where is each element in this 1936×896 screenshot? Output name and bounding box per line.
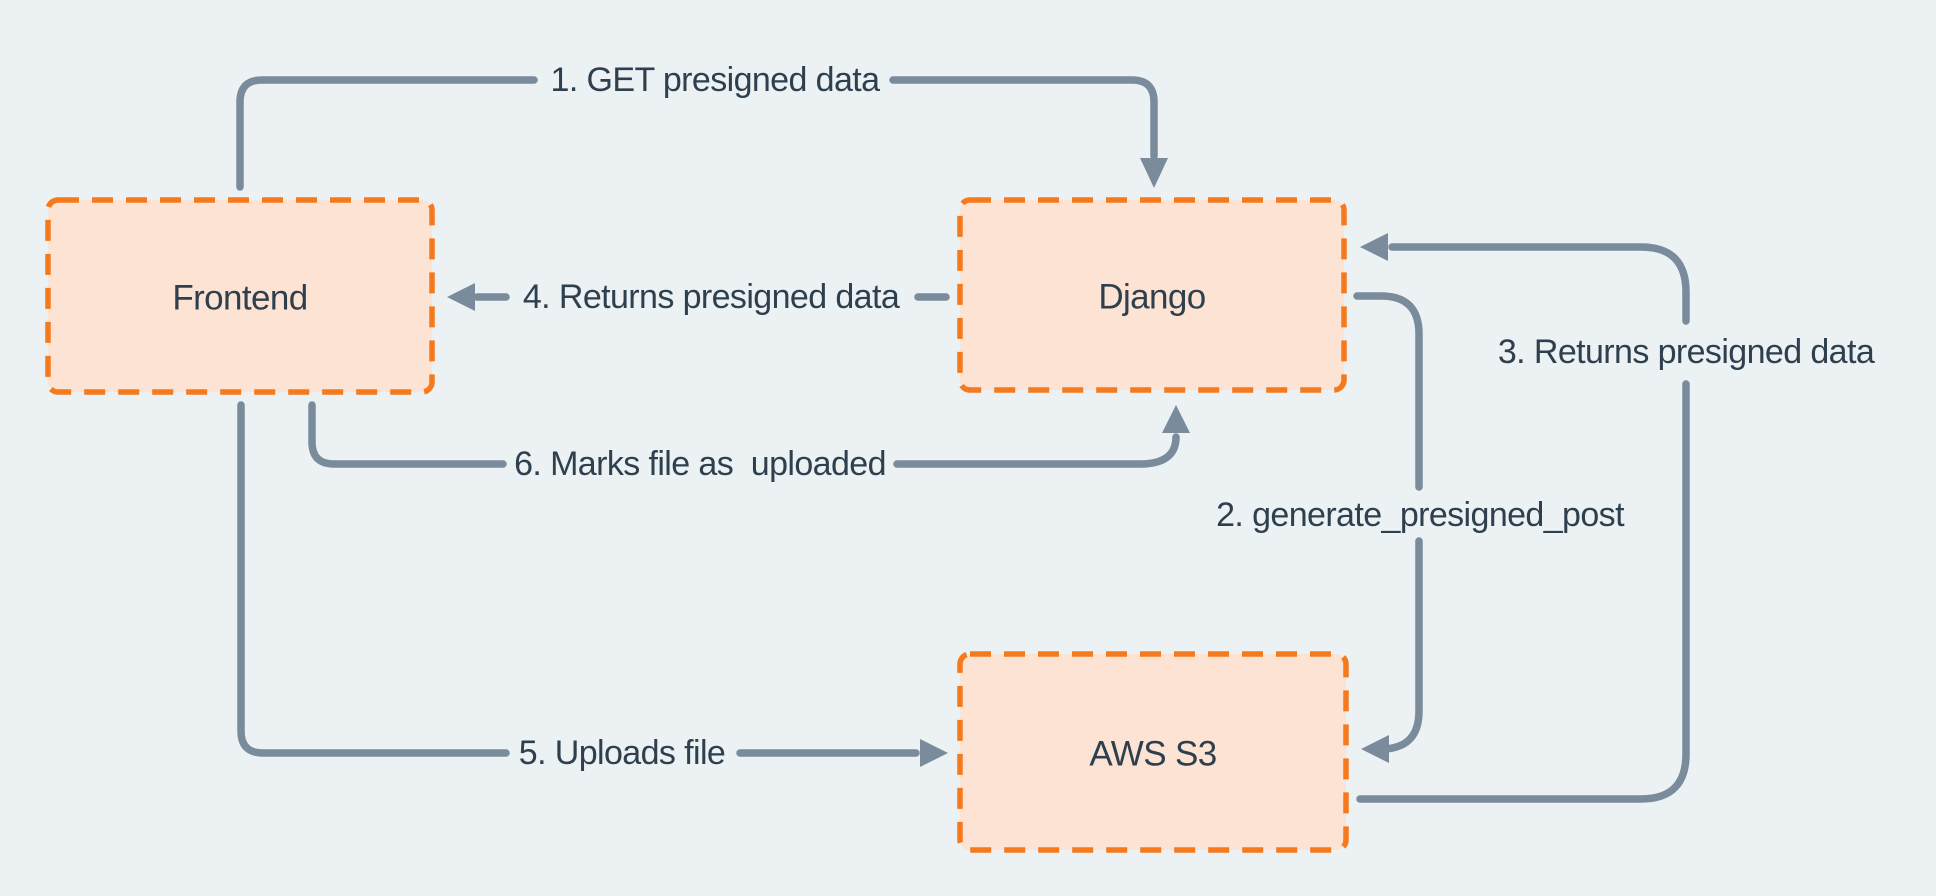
edge-2-shaft-top [1353, 292, 1423, 491]
nodes: Frontend Django AWS S3 [45, 197, 1349, 853]
edge-3-label: 3. Returns presigned data [1498, 333, 1875, 371]
edge-6-label: 6. Marks file as uploaded [514, 445, 886, 483]
node-aws-s3 [957, 651, 1349, 853]
edge-3-shaft-bottom [1356, 380, 1690, 803]
edge-2-arrowhead-icon [1361, 735, 1389, 763]
edge-3-arrowhead-icon [1360, 233, 1388, 261]
edge-1-shaft-left [236, 76, 538, 191]
edge-5-shaft-left [237, 401, 510, 757]
edges [236, 76, 1690, 803]
edge-6-arrowhead-icon [1162, 405, 1190, 433]
node-django [957, 197, 1347, 393]
node-aws-s3-label: AWS S3 [1089, 735, 1216, 774]
node-frontend [45, 197, 435, 395]
edge-5-label: 5. Uploads file [519, 734, 725, 772]
edge-1-label: 1. GET presigned data [551, 61, 881, 99]
edge-2-shaft-bottom [1377, 537, 1423, 753]
edge-1-arrowhead-icon [1140, 158, 1168, 188]
edge-5-arrowhead-icon [920, 739, 948, 767]
edge-6-shaft-right [893, 433, 1180, 468]
edge-4-arrowhead-icon [447, 283, 475, 311]
edge-6-shaft-left [308, 401, 507, 468]
edge-1-shaft-right [889, 76, 1158, 160]
edge-2-label: 2. generate_presigned_post [1216, 496, 1625, 534]
edge-4-label: 4. Returns presigned data [523, 278, 900, 316]
edge-labels: 1. GET presigned data 2. generate_presig… [514, 61, 1875, 772]
node-frontend-label: Frontend [172, 279, 307, 318]
edge-3-shaft-top [1388, 243, 1690, 325]
node-django-label: Django [1098, 278, 1205, 317]
